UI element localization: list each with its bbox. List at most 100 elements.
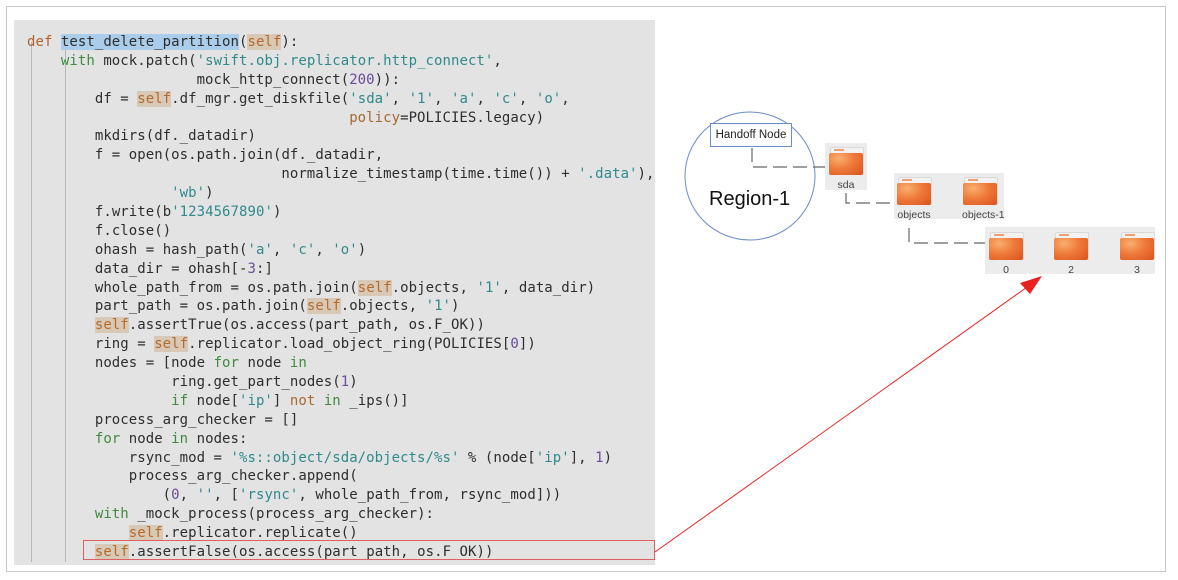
folder-icon [989, 232, 1024, 260]
code-token: self [306, 298, 341, 315]
code-token: access [264, 544, 316, 561]
code-token: '%s::object/sda/objects/%s' [230, 449, 460, 466]
code-token: . [298, 147, 307, 164]
folder-label: objects-1 [962, 209, 1005, 221]
code-token: self [357, 279, 392, 296]
code-token: df [281, 147, 299, 164]
code-token: , [459, 279, 477, 296]
code-token: get_diskfile [239, 90, 341, 107]
code-token: rsync_mod [459, 487, 536, 504]
folder-sda[interactable]: sda [828, 147, 864, 191]
code-token: . [255, 298, 265, 315]
code-token: :] [255, 260, 273, 277]
code-token: '1' [476, 279, 502, 296]
code-token: [ [501, 336, 511, 353]
code-token: write [111, 204, 155, 221]
arrow-head [1020, 276, 1042, 294]
code-line: process_arg_checker.append( [27, 467, 655, 486]
code-token: 'rsync' [239, 487, 299, 504]
connector-lines [751, 148, 985, 244]
code-token: nodes [94, 355, 138, 372]
code-token: os [196, 298, 214, 315]
figure-frame [6, 6, 1166, 572]
code-token: hash_path [162, 241, 239, 258]
code-token: process_arg_checker [128, 468, 290, 485]
code-token: append [298, 468, 350, 485]
code-token: . [264, 279, 273, 296]
code-token: . [128, 544, 138, 561]
code-token: . [162, 525, 172, 542]
code-token: 'ip' [239, 392, 273, 409]
code-token: : [239, 430, 248, 447]
folder-group-disk: sda [825, 143, 867, 191]
code-token: = [128, 336, 155, 353]
code-token: ( [222, 317, 231, 334]
folder-label: 0 [1003, 264, 1009, 276]
code-token: . [434, 544, 443, 561]
code-token: self [94, 544, 129, 561]
code-token: , [434, 90, 452, 107]
code-token: )) [476, 544, 494, 561]
code-token: , [493, 52, 502, 69]
code-token: ) [272, 204, 282, 221]
code-token: ( [298, 298, 307, 315]
code-token: access [255, 317, 307, 334]
code-token: . [425, 317, 435, 334]
code-token: node [493, 449, 528, 466]
code-token: replicate [264, 525, 341, 542]
code-token: whole_path_from [94, 279, 223, 296]
code-line: self.assertTrue(os.access(part_path, os.… [27, 316, 655, 335]
code-token: ( [145, 128, 155, 145]
code-token: _datadir [306, 147, 375, 164]
code-token: 1 [340, 374, 350, 391]
code-token: 'a' [451, 90, 477, 107]
code-token: . [188, 147, 197, 164]
code-line: process_arg_checker = [] [27, 411, 655, 430]
code-token: ), [637, 166, 655, 183]
code-token: = [137, 241, 163, 258]
folder-objects-1[interactable]: objects-1 [962, 177, 1005, 221]
code-token: mock_http_connect [196, 71, 341, 88]
folder-partition-3[interactable]: 3 [1119, 232, 1155, 276]
code-token: self [247, 34, 282, 50]
code-token: ohash [94, 241, 138, 258]
code-token: 'o' [535, 90, 562, 107]
folder-partition-0[interactable]: 0 [988, 232, 1024, 276]
code-token: ) [247, 128, 256, 145]
code-token: get_part_nodes [213, 374, 333, 391]
indent-guide [31, 42, 32, 562]
code-token: ohash [188, 260, 231, 277]
code-line: ring = self.replicator.load_object_ring(… [27, 335, 655, 354]
folder-group-objects: objects objects-1 [894, 173, 1005, 221]
code-token: nodes [196, 430, 240, 447]
code-line: data_dir = ohash[-3:] [27, 260, 655, 279]
folder-partition-2[interactable]: 2 [1053, 232, 1089, 276]
code-token: . [255, 525, 265, 542]
code-token: . [391, 279, 401, 296]
code-token: , [400, 544, 418, 561]
code-token: _ips [349, 392, 384, 409]
code-token: ( [306, 317, 316, 334]
code-line: whole_path_from = os.path.join(self.obje… [27, 279, 655, 298]
code-token: = [] [255, 411, 299, 428]
code-line: ohash = hash_path('a', 'c', 'o') [27, 241, 655, 260]
folder-label: objects [897, 209, 931, 221]
code-token: f [94, 204, 104, 221]
code-lines: def test_delete_partition(self): with mo… [27, 33, 655, 562]
code-token: load_object_ring [289, 336, 426, 353]
code-token: with [94, 506, 129, 523]
code-token: mkdirs [94, 128, 146, 145]
folder-label: sda [837, 179, 855, 191]
code-token: ( [247, 506, 256, 523]
code-token: os [230, 317, 248, 334]
code-token: . [213, 298, 223, 315]
code-token: . [289, 468, 299, 485]
code-token: , [315, 241, 333, 258]
code-token: node [196, 392, 231, 409]
code-token: () [340, 525, 358, 542]
connector-objects-partitions [908, 228, 985, 244]
code-line: with mock.patch('swift.obj.replicator.ht… [27, 52, 655, 71]
folder-objects[interactable]: objects [896, 177, 932, 221]
code-token: path [272, 279, 307, 296]
code-token: _mock_process [137, 506, 248, 523]
